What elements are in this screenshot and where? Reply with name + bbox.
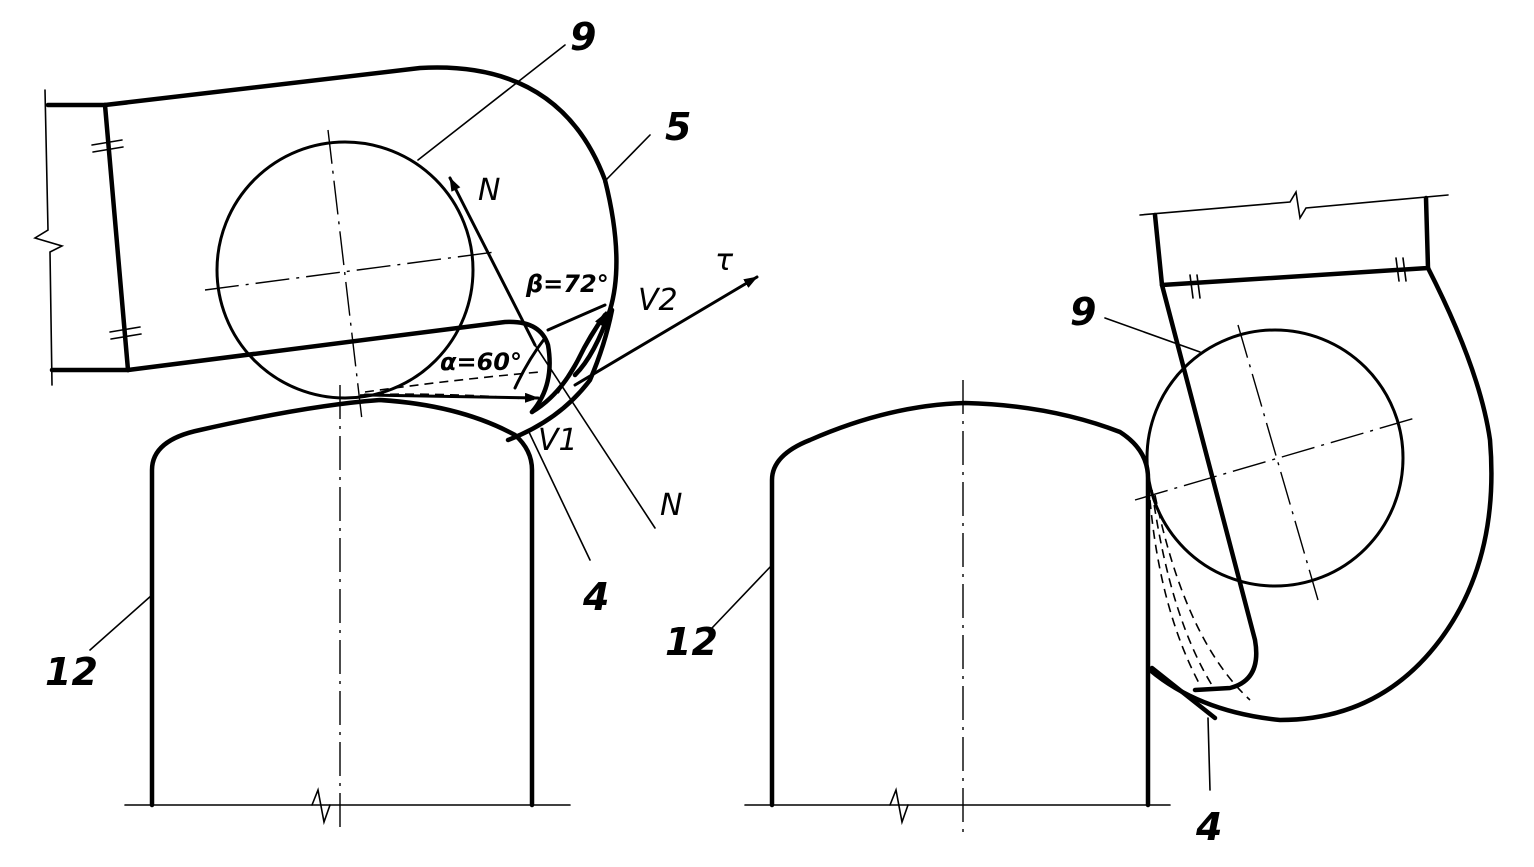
label-tool-left: 4 xyxy=(582,575,609,619)
label-normal-bottom: N xyxy=(660,488,682,523)
right-roller-axis-h xyxy=(1134,417,1416,501)
right-roller-circle xyxy=(1145,328,1405,588)
left-tick-2a xyxy=(109,326,141,333)
left-tick-1a xyxy=(91,139,123,146)
left-break-mark xyxy=(311,787,331,826)
leader-12-right xyxy=(711,564,773,629)
label-holder-right: 9 xyxy=(1070,290,1096,334)
right-view: 9 12 4 xyxy=(665,189,1494,849)
leader-9-left xyxy=(417,44,566,161)
velocity-1-arrow xyxy=(363,392,540,403)
left-tool-blade xyxy=(505,307,615,443)
left-tick-1b xyxy=(92,146,124,153)
leader-4-left xyxy=(527,429,591,561)
left-workpiece-outline xyxy=(149,397,535,808)
label-velocity-2: V2 xyxy=(638,283,678,318)
right-roller-axis-v xyxy=(1237,324,1319,601)
leader-12-left xyxy=(89,594,153,651)
leader-9-right xyxy=(1104,317,1201,353)
left-holder-break-line xyxy=(33,89,65,386)
left-view: 9 5 12 4 N N τ V2 V1 α=60° β=72° xyxy=(33,15,759,830)
label-velocity-1: V1 xyxy=(538,423,578,458)
right-chip-dash-3 xyxy=(1149,499,1201,686)
alpha-angle-arc xyxy=(513,336,547,390)
beta-angle-arc xyxy=(546,303,607,332)
label-workpiece-right: 12 xyxy=(665,620,718,664)
label-body: 5 xyxy=(665,105,691,149)
right-tick-1b xyxy=(1196,274,1201,299)
right-tick-2b xyxy=(1402,257,1407,282)
right-body-outline xyxy=(1147,265,1494,723)
normal-line xyxy=(534,344,656,529)
label-holder-left: 9 xyxy=(570,15,596,59)
left-roller-axis-v xyxy=(327,129,363,421)
right-tick-1a xyxy=(1189,274,1194,299)
right-workpiece-outline xyxy=(769,400,1151,808)
normal-vector-arrow xyxy=(448,176,537,347)
right-break-mark xyxy=(889,787,909,826)
left-body-outline xyxy=(102,65,619,378)
right-tool-blade xyxy=(1149,665,1218,721)
right-body-inner-edge xyxy=(1159,282,1259,693)
left-roller-axis-h xyxy=(204,251,496,291)
velocity-2-arrow xyxy=(556,311,608,394)
label-tool-right: 4 xyxy=(1195,805,1222,849)
tangent-vector-arrow xyxy=(573,275,759,387)
leader-4-right xyxy=(1207,717,1211,791)
left-body-lower-edge xyxy=(125,319,552,415)
label-normal-top: N xyxy=(478,173,500,208)
right-holder-frame xyxy=(1152,195,1431,288)
left-chip-dash-2 xyxy=(364,371,541,393)
right-tick-2a xyxy=(1395,257,1400,282)
leader-5 xyxy=(603,134,651,183)
right-chip-dash-1 xyxy=(1151,489,1216,691)
right-chip-dash-2 xyxy=(1154,494,1251,701)
label-angle-alpha: α=60° xyxy=(440,348,522,376)
left-roller-circle xyxy=(215,140,475,400)
left-tick-2b xyxy=(110,333,142,340)
label-tangent: τ xyxy=(715,243,734,278)
right-holder-top-line xyxy=(1139,189,1449,221)
label-workpiece-left: 12 xyxy=(45,650,98,694)
label-angle-beta: β=72° xyxy=(525,270,609,298)
